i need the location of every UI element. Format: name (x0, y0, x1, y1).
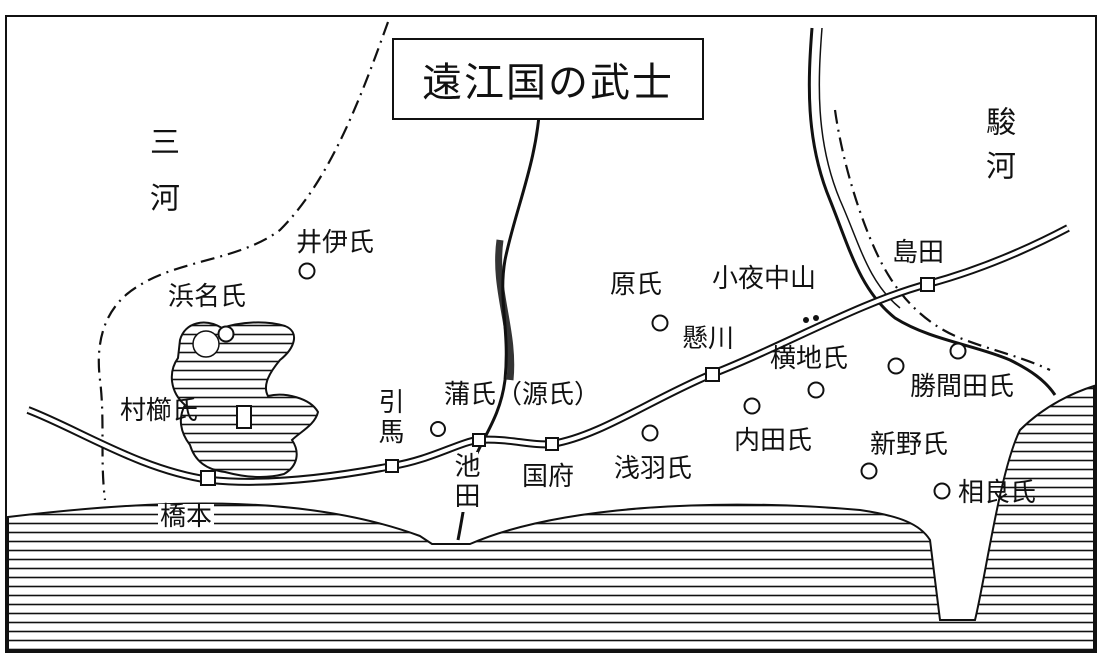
label-uchida: 内田氏 (734, 426, 813, 456)
oi-river-inner (818, 27, 901, 309)
label-asaba: 浅羽氏 (614, 454, 693, 484)
marker-hamana (217, 325, 235, 343)
station-shimada (920, 277, 935, 292)
province-mikawa: 三河 (144, 126, 179, 238)
marker-niino (860, 462, 878, 480)
station-ikeda (472, 433, 486, 447)
label-hashimoto: 橋本 (158, 502, 215, 532)
label-kaba: 蒲氏（源氏） (444, 380, 601, 410)
label-niino: 新野氏 (870, 430, 949, 460)
lake-hamana (170, 321, 320, 479)
tenryu-river-bank (495, 239, 515, 381)
lake-island (192, 330, 220, 358)
map-title: 遠江国の武士 (392, 38, 704, 120)
marker-uchida (743, 397, 761, 415)
label-muragushi: 村櫛氏 (120, 396, 199, 426)
station-kakegawa (705, 367, 720, 382)
station-kokufu (545, 437, 559, 451)
station-hikuma (385, 459, 399, 473)
station-hashimoto (200, 470, 216, 486)
label-kakegawa: 懸川 (682, 324, 735, 354)
marker-kaba (430, 421, 446, 437)
label-hara: 原氏 (610, 270, 663, 300)
marker-katsumata-b (949, 342, 967, 360)
marker-asaba (641, 424, 659, 442)
marker-yokoji (807, 381, 825, 399)
marker-ii (298, 262, 316, 280)
label-hamana: 浜名氏 (168, 282, 247, 312)
oi-river (807, 27, 1057, 396)
border-suruga (833, 109, 1051, 371)
label-katsumata: 勝間田氏 (910, 372, 1015, 402)
label-hikuma: 引馬 (374, 388, 404, 448)
marker-katsumata-a (887, 357, 905, 375)
province-suruga: 駿河 (980, 106, 1015, 194)
label-shimada: 島田 (892, 238, 945, 268)
label-sagara: 相良氏 (958, 478, 1037, 508)
map-frame (5, 15, 1097, 653)
label-kokufu: 国府 (522, 462, 575, 492)
marker-sayonakayama-1 (803, 317, 809, 323)
marker-sayonakayama-2 (813, 315, 819, 321)
label-ikeda: 池田 (450, 452, 480, 512)
label-yokoji: 横地氏 (770, 344, 849, 374)
marker-sagara (933, 482, 951, 500)
sea-area (7, 384, 1095, 651)
label-ii: 井伊氏 (296, 228, 375, 258)
marker-muragushi (236, 405, 252, 429)
label-sayonakayama: 小夜中山 (712, 264, 817, 294)
marker-hara (651, 314, 669, 332)
